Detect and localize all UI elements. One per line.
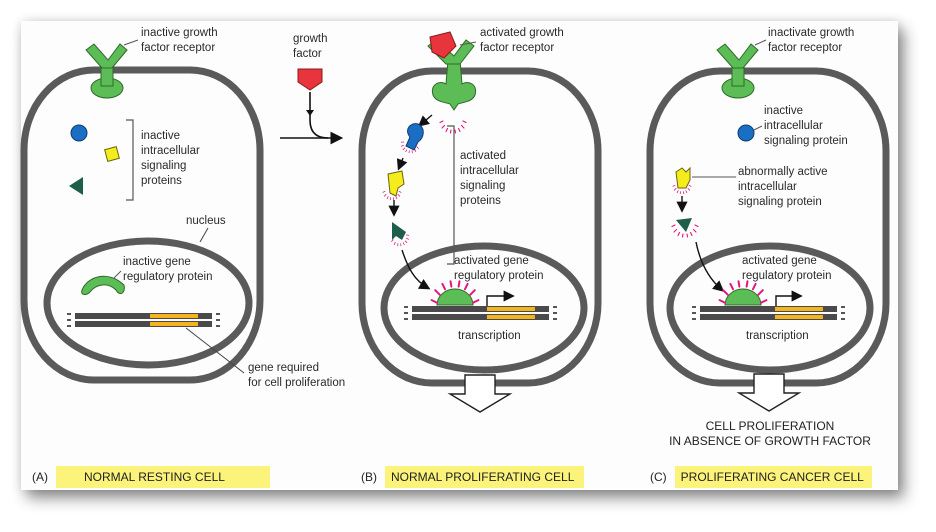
panel-title-b: NORMAL PROLIFERATING CELL [385, 466, 585, 488]
activated-gene-regulatory-protein-icon [436, 288, 474, 306]
activated-green-protein-icon [392, 222, 406, 240]
activated-blue-protein-icon [405, 123, 424, 151]
signaling-label-a3: signaling [141, 160, 186, 172]
inactive-signal-label-3: signaling protein [764, 135, 848, 147]
proliferation-arrow-b [447, 374, 513, 413]
gene-reg-label-c2: regulatory protein [742, 270, 832, 282]
nucleus-label: nucleus [186, 215, 226, 227]
gene-reg-label-b1: activated gene [454, 255, 529, 267]
gene-reg-label-a2: regulatory protein [123, 271, 213, 283]
inactive-signal-label-2: intracellular [764, 120, 823, 132]
gene-label-a1: gene required [248, 362, 319, 374]
receptor-label-c1: inactivate growth [768, 27, 854, 39]
inactive-receptor-icon [716, 43, 759, 99]
nucleus-a [43, 237, 253, 369]
panel-caption-a: (A) NORMAL RESTING CELL [32, 466, 270, 488]
activated-yellow-protein-icon [387, 170, 405, 197]
dna-c [692, 306, 845, 320]
inactive-gene-regulatory-protein-icon [81, 275, 125, 295]
panel-title-c: PROLIFERATING CANCER CELL [674, 466, 872, 488]
receptor-label-b1: activated growth [480, 27, 564, 39]
panel-b: activated growth factor receptor activat… [358, 27, 602, 413]
nucleus-c [666, 242, 874, 374]
signaling-label-a1: inactive [141, 130, 180, 142]
panel-c: inactivate growth factor receptor inacti… [646, 27, 890, 448]
signaling-label-b4: proteins [460, 195, 501, 207]
abnormal-signal-label-1: abnormally active [738, 166, 827, 178]
receptor-label-c2: factor receptor [768, 42, 842, 54]
panel-a: inactive growth factor receptor inactive… [20, 27, 345, 389]
dna-a [67, 313, 220, 327]
proliferation-arrow-c [736, 373, 802, 412]
signaling-label-b1: activated [460, 150, 506, 162]
inactive-signal-label-1: inactive [764, 105, 803, 117]
outcome-label-1: CELL PROLIFERATION [706, 419, 835, 433]
blue-signal-protein-icon [70, 124, 88, 142]
cell-membrane-a [20, 66, 264, 384]
panel-letter-a: (A) [32, 470, 48, 484]
panel-letter-b: (B) [361, 470, 377, 484]
abnormal-signal-label-2: intracellular [738, 181, 797, 193]
panel-caption-b: (B) NORMAL PROLIFERATING CELL [361, 466, 585, 488]
transcription-label-b: transcription [458, 330, 521, 342]
bound-growth-factor-icon [429, 31, 457, 59]
signaling-label-a4: proteins [141, 175, 182, 187]
gene-label-a2: for cell proliferation [248, 377, 345, 389]
transcription-label-c: transcription [746, 330, 809, 342]
growth-factor-label-1: growth [293, 33, 328, 45]
activated-green-protein-icon [676, 218, 692, 232]
gene-reg-label-a1: inactive gene [123, 256, 191, 268]
green-signal-protein-icon [69, 177, 83, 195]
nucleus-b [380, 242, 588, 374]
growth-factor-icon [297, 68, 323, 91]
panel-letter-c: (C) [650, 470, 667, 484]
outcome-label-2: IN ABSENCE OF GROWTH FACTOR [669, 434, 871, 448]
activated-gene-regulatory-protein-icon [724, 288, 762, 306]
dna-b [404, 306, 557, 320]
yellow-signal-protein-icon [104, 146, 120, 162]
receptor-label-b2: factor receptor [480, 42, 554, 54]
receptor-label-a2: factor receptor [141, 42, 215, 54]
panel-title-a: NORMAL RESTING CELL [56, 466, 270, 488]
signaling-label-b2: intracellular [460, 165, 519, 177]
inactive-receptor-icon [85, 43, 128, 99]
panel-caption-c: (C) PROLIFERATING CANCER CELL [650, 466, 872, 488]
gene-reg-label-b2: regulatory protein [454, 270, 544, 282]
growth-factor-label-2: factor [293, 48, 322, 60]
gene-reg-label-c1: activated gene [742, 255, 817, 267]
activation-rays [439, 120, 467, 134]
inactive-blue-protein-icon [737, 124, 755, 142]
receptor-label-a1: inactive growth [141, 27, 218, 39]
signaling-label-b3: signaling [460, 180, 505, 192]
signaling-label-a2: intracellular [141, 145, 200, 157]
growth-factor-transition: growth factor [280, 33, 344, 145]
abnormal-signal-label-3: signaling protein [738, 196, 822, 208]
abnormal-yellow-protein-icon [675, 166, 691, 189]
